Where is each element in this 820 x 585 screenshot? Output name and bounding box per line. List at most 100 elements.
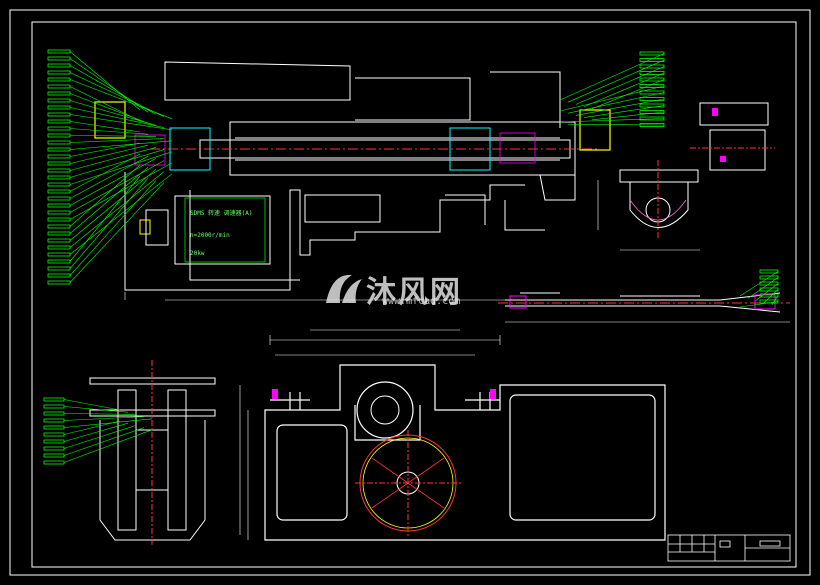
part-label-box bbox=[47, 259, 71, 264]
part-label-box bbox=[639, 97, 665, 101]
leader-line bbox=[559, 53, 665, 101]
part-label-box bbox=[47, 133, 71, 138]
watermark: 沐风网 bbox=[322, 266, 498, 312]
gearbox-section bbox=[264, 364, 666, 541]
part-label-box bbox=[47, 91, 71, 96]
part-label-box bbox=[47, 217, 71, 222]
part-label-box bbox=[47, 182, 71, 187]
leader-line bbox=[69, 121, 141, 133]
right-center-arc bbox=[629, 199, 687, 221]
inner-border bbox=[31, 21, 797, 568]
leader-line bbox=[69, 158, 157, 206]
outer-border bbox=[9, 9, 811, 576]
part-label-box bbox=[759, 281, 779, 286]
leader-line bbox=[69, 100, 157, 126]
gear-pair bbox=[355, 381, 462, 538]
part-label-box bbox=[47, 98, 71, 103]
leader-line bbox=[63, 422, 129, 442]
main-assembly-view bbox=[124, 61, 576, 291]
leader-line bbox=[69, 164, 141, 227]
main-shaft bbox=[94, 101, 611, 246]
part-label-box bbox=[47, 252, 71, 257]
leader-line bbox=[69, 171, 165, 248]
leader-line bbox=[559, 118, 665, 123]
leader-line bbox=[567, 123, 665, 126]
leader-line bbox=[63, 427, 145, 456]
leader-line bbox=[69, 140, 173, 150]
part-label-box bbox=[47, 245, 71, 250]
part-label-box bbox=[639, 123, 665, 127]
part-label-box bbox=[639, 116, 665, 121]
part-label-box bbox=[47, 266, 71, 271]
part-label-box bbox=[639, 51, 665, 56]
leader-line bbox=[63, 425, 137, 449]
leader-line bbox=[69, 72, 165, 117]
part-label-box bbox=[639, 71, 665, 75]
leader-line bbox=[69, 93, 149, 124]
part-label-box bbox=[639, 77, 665, 82]
rod-view bbox=[498, 292, 790, 313]
watermark-url: www.mfcad.com bbox=[382, 296, 461, 307]
leader-line bbox=[69, 169, 157, 241]
part-label-box bbox=[759, 293, 779, 298]
part-label-box bbox=[43, 411, 65, 416]
leader-line bbox=[69, 138, 165, 143]
part-labels-left bbox=[47, 49, 71, 285]
leader-line bbox=[69, 107, 165, 128]
leader-line bbox=[739, 301, 779, 308]
part-label-box bbox=[639, 58, 665, 62]
part-label-box bbox=[47, 49, 71, 54]
part-label-box bbox=[47, 273, 71, 278]
leader-line bbox=[69, 180, 157, 276]
part-label-box bbox=[47, 56, 71, 61]
leader-line bbox=[63, 418, 153, 428]
part-label-box bbox=[47, 112, 71, 117]
leader-line bbox=[69, 142, 141, 157]
leader-line bbox=[69, 147, 157, 171]
part-label-box bbox=[639, 110, 665, 114]
left-elevation-view bbox=[89, 360, 216, 545]
leader-lines bbox=[63, 51, 779, 463]
part-label-box bbox=[43, 453, 65, 458]
part-label-box bbox=[47, 154, 71, 159]
part-label-box bbox=[47, 210, 71, 215]
leader-line bbox=[63, 413, 137, 415]
part-label-box bbox=[759, 275, 779, 280]
part-label-box bbox=[47, 126, 71, 131]
leader-line bbox=[739, 271, 779, 297]
leader-line bbox=[69, 135, 157, 137]
part-label-box bbox=[47, 231, 71, 236]
leader-line bbox=[755, 283, 779, 301]
leader-line bbox=[63, 399, 121, 411]
part-label-box bbox=[43, 432, 65, 437]
watermark-logo-icon bbox=[326, 274, 362, 303]
leader-line bbox=[69, 86, 141, 122]
part-label-box bbox=[47, 238, 71, 243]
part-label-box bbox=[47, 77, 71, 82]
leader-line bbox=[69, 149, 165, 178]
motor-spec-box bbox=[184, 197, 266, 263]
part-label-box bbox=[47, 84, 71, 89]
leader-line bbox=[63, 416, 145, 421]
leader-line bbox=[559, 85, 665, 112]
bolt-markers bbox=[272, 108, 726, 399]
part-label-box bbox=[759, 269, 779, 274]
leader-line bbox=[69, 128, 149, 135]
part-label-box bbox=[47, 119, 71, 124]
leader-line bbox=[575, 66, 665, 105]
watermark-text: 沐风网 bbox=[366, 275, 462, 310]
leader-line bbox=[69, 144, 149, 164]
leader-line bbox=[583, 72, 665, 107]
part-label-box bbox=[47, 63, 71, 68]
part-label-box bbox=[759, 299, 779, 304]
part-label-box bbox=[47, 224, 71, 229]
part-label-box bbox=[43, 439, 65, 444]
leader-line bbox=[763, 289, 779, 303]
leader-line bbox=[63, 420, 121, 435]
part-label-box bbox=[47, 140, 71, 145]
part-label-box bbox=[47, 105, 71, 110]
part-label-box bbox=[47, 175, 71, 180]
leader-line bbox=[63, 406, 129, 413]
leader-line bbox=[69, 160, 165, 213]
